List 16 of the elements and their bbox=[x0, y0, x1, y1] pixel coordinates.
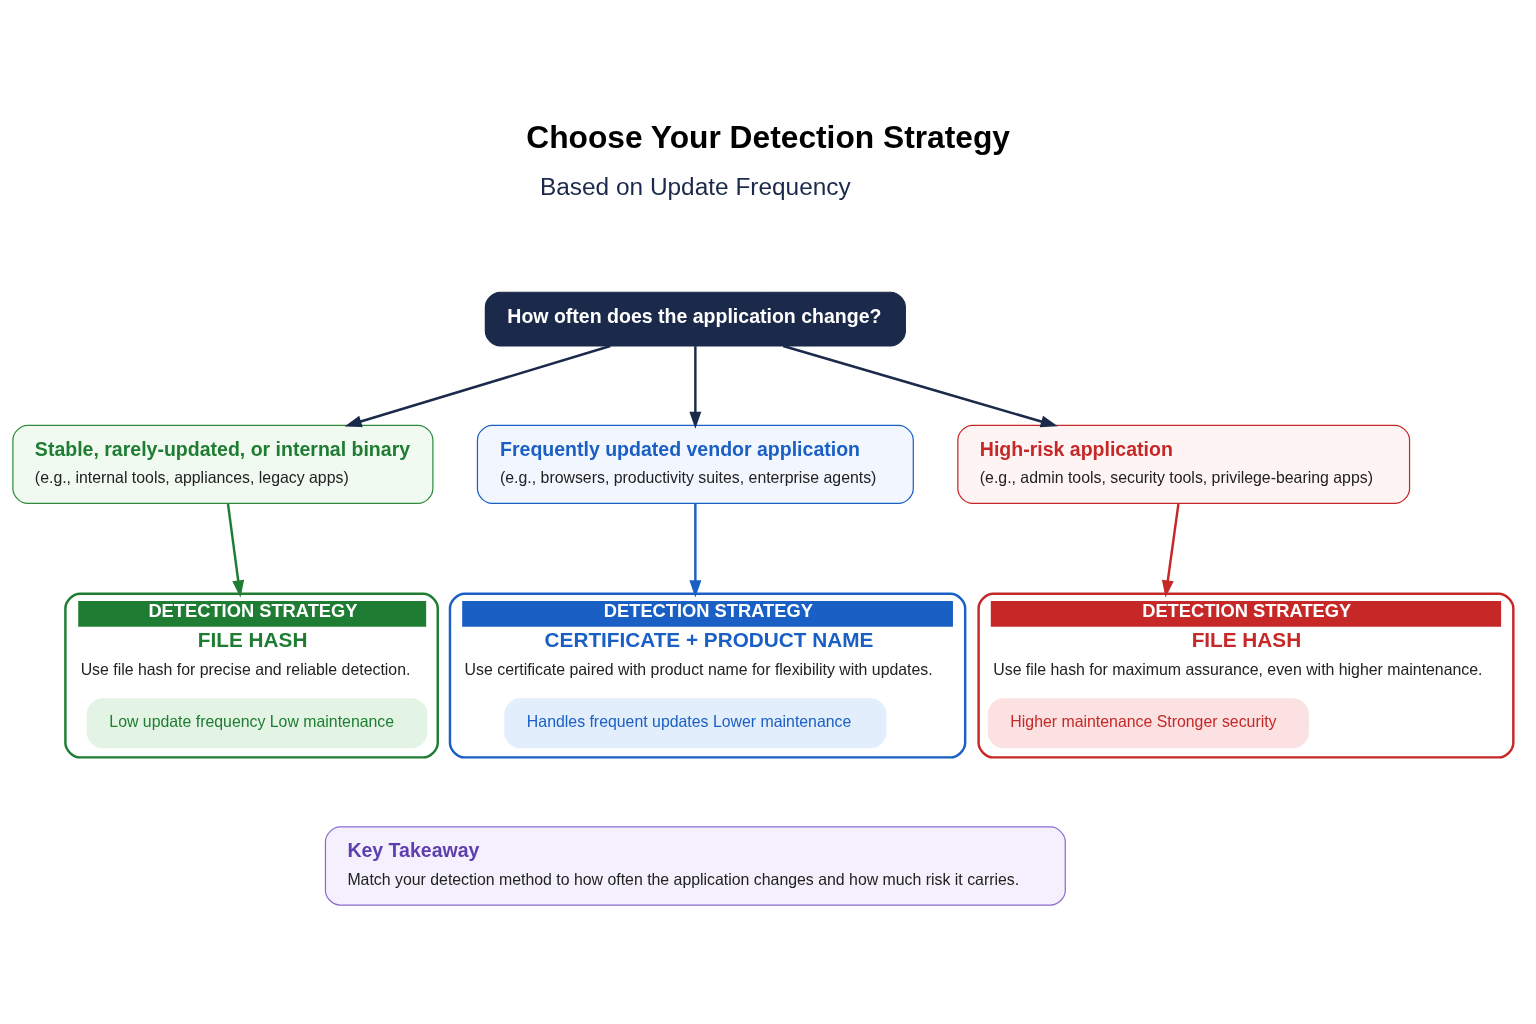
node-box: Frequently updated vendor application (e.g., browsers, productivity suites, enterprise agents) bbox=[476, 424, 914, 505]
arrow bbox=[689, 504, 702, 598]
arrow bbox=[689, 346, 702, 429]
arrow bbox=[226, 503, 245, 598]
diagram-title: Choose Your Detection Strategy bbox=[526, 118, 1011, 155]
node-box: Low update frequency Low maintenance bbox=[86, 698, 428, 749]
node-box: How often does the application change? bbox=[484, 291, 906, 347]
label: Based on Update Frequency bbox=[540, 172, 851, 200]
arrow bbox=[782, 344, 1058, 428]
arrow bbox=[344, 344, 611, 428]
node-box: High-risk application (e.g., admin tools, security tools, privilege-bearing apps) bbox=[957, 424, 1411, 505]
node-box: Higher maintenance Stronger security bbox=[987, 698, 1309, 749]
node-box: Stable, rarely-updated, or internal binary (e.g., internal tools, appliances, legacy apps) bbox=[12, 424, 434, 505]
node-box: Handles frequent updates Lower maintenance bbox=[504, 698, 887, 749]
node-box: Key Takeaway Match your detection method to how often the application changes and how much risk it carries. bbox=[324, 826, 1066, 906]
arrow bbox=[1161, 503, 1180, 598]
